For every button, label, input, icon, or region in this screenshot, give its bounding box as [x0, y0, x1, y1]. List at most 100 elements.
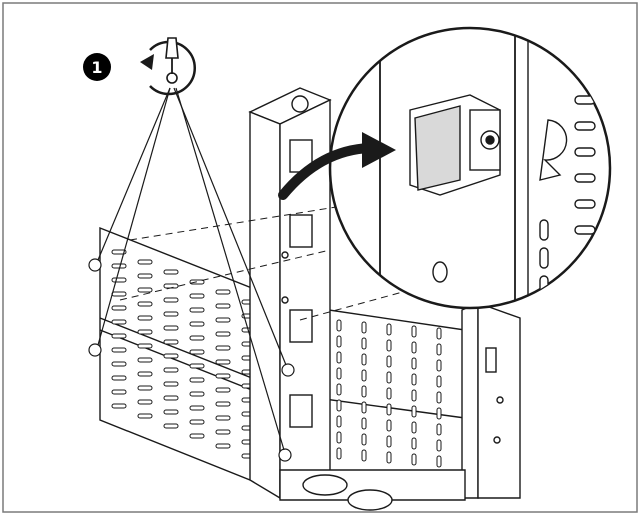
panel-slot [386, 355, 392, 368]
panel-slot [137, 413, 153, 419]
panel-slot [411, 341, 417, 354]
panel-slot [336, 447, 342, 460]
panel-slot [137, 259, 153, 265]
panel-slot [189, 335, 205, 341]
panel-slot [111, 375, 127, 381]
panel-slot [137, 301, 153, 307]
panel-slot [386, 339, 392, 352]
panel-slot [111, 403, 127, 409]
screw-mid-left [88, 343, 102, 357]
panel-slot [336, 383, 342, 396]
panel-slot [215, 303, 231, 309]
panel-slot [361, 385, 367, 398]
panel-slot [386, 323, 392, 336]
panel-slot [137, 287, 153, 293]
lens-slot [539, 219, 549, 241]
panel-slot [386, 403, 392, 416]
panel-slot [111, 389, 127, 395]
panel-slot [189, 307, 205, 313]
panel-slot [189, 321, 205, 327]
panel-slot [411, 421, 417, 434]
panel-slot [436, 423, 442, 436]
panel-slot [163, 311, 179, 317]
panel-slot [336, 367, 342, 380]
panel-slot [163, 269, 179, 275]
panel-slot [189, 405, 205, 411]
panel-slot [361, 417, 367, 430]
panel-slot [361, 369, 367, 382]
panel-slot [436, 439, 442, 452]
panel-slot [137, 343, 153, 349]
panel-slot [137, 329, 153, 335]
panel-slot [111, 347, 127, 353]
panel-slot [111, 305, 127, 311]
panel-slot [436, 359, 442, 372]
panel-slot [163, 367, 179, 373]
panel-slot [386, 435, 392, 448]
panel-slot [361, 449, 367, 462]
panel-slot [436, 327, 442, 340]
panel-slot [336, 431, 342, 444]
lens-slot [539, 247, 549, 269]
panel-slot [189, 293, 205, 299]
panel-slot [163, 339, 179, 345]
panel-slot [137, 357, 153, 363]
panel-slot [215, 317, 231, 323]
panel-slot [336, 335, 342, 348]
panel-slot [189, 419, 205, 425]
lens-slot [574, 121, 596, 131]
panel-slot [215, 373, 231, 379]
lens-slot [574, 199, 596, 209]
panel-slot [411, 453, 417, 466]
panel-slot [361, 433, 367, 446]
step-number-badge [83, 53, 111, 81]
panel-slot [386, 419, 392, 432]
panel-slot [336, 399, 342, 412]
panel-slot [336, 415, 342, 428]
panel-slot [111, 333, 127, 339]
panel-slot [163, 353, 179, 359]
lens-slot [574, 225, 596, 235]
keyhole-slot [539, 119, 568, 181]
panel-slot [336, 319, 342, 332]
panel-slot [411, 373, 417, 386]
panel-slot [137, 371, 153, 377]
panel-slot [137, 385, 153, 391]
panel-slot [111, 277, 127, 283]
panel-slot [163, 423, 179, 429]
panel-slot [215, 289, 231, 295]
screw-pointer-lines [97, 87, 287, 451]
panel-slot [215, 415, 231, 421]
panel-slot [411, 437, 417, 450]
panel-slot [189, 433, 205, 439]
panel-slot [411, 325, 417, 338]
panel-slot [215, 387, 231, 393]
panel-slot [137, 315, 153, 321]
panel-slot [436, 407, 442, 420]
panel-slot [215, 401, 231, 407]
panel-slot [361, 353, 367, 366]
vertical-rail [248, 87, 332, 500]
step-number-label: 1 [91, 58, 102, 77]
panel-slot [436, 375, 442, 388]
counter-clockwise-screwdriver-icon [140, 37, 197, 96]
panel-slot [189, 363, 205, 369]
panel-slot [163, 395, 179, 401]
lens-slot [574, 173, 596, 183]
screw-top-right [281, 363, 295, 377]
panel-slot [436, 455, 442, 468]
panel-slot [436, 391, 442, 404]
panel-slot [189, 349, 205, 355]
curved-arrow-icon [278, 132, 396, 200]
panel-slot [215, 429, 231, 435]
panel-slot [189, 377, 205, 383]
step-indicator: 1 [83, 37, 197, 96]
panel-slot [111, 263, 127, 269]
panel-slot [386, 387, 392, 400]
panel-slot [215, 359, 231, 365]
panel-slot [111, 291, 127, 297]
lens-slot [574, 147, 596, 157]
panel-slot [215, 345, 231, 351]
screw-bottom-right [278, 448, 292, 462]
